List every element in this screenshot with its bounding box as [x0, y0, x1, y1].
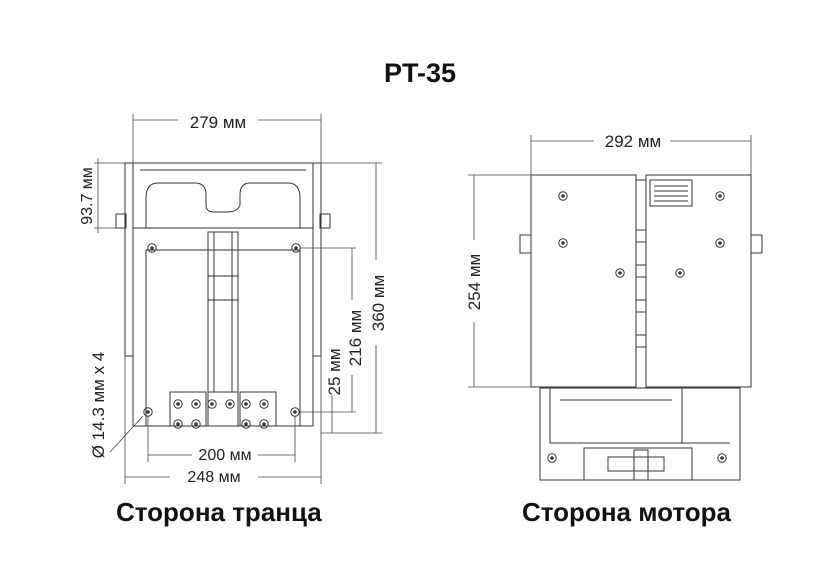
right-knob — [319, 213, 331, 229]
dim-total-height: 360 мм — [369, 275, 388, 331]
dim-hole-diameter: Ø 14.3 мм x 4 — [89, 352, 108, 459]
lower-housing — [539, 387, 741, 481]
transom-dimension-lines — [94, 114, 382, 484]
motor-side-view — [519, 174, 763, 481]
dim-bottom-offset: 25 мм — [325, 348, 344, 395]
motor-side-caption: Сторона мотора — [522, 497, 731, 527]
right-motor-plate — [645, 174, 752, 388]
mounting-hole — [291, 243, 301, 253]
transom-side-caption: Сторона транца — [116, 497, 322, 527]
dim-width-top: 279 мм — [190, 113, 246, 132]
top-bracket — [132, 162, 314, 229]
dim-width-bottom: 248 мм — [187, 469, 240, 486]
mounting-hole — [290, 407, 300, 417]
dim-hole-height: 216 мм — [346, 310, 365, 366]
left-motor-plate — [530, 174, 637, 388]
right-motor-knob — [750, 234, 763, 254]
transom-dimension-labels: 279 мм 200 мм 248 мм 93.7 мм 360 мм 216 … — [79, 113, 388, 486]
transom-plate — [132, 227, 314, 427]
dim-motor-width: 292 мм — [605, 132, 661, 151]
label-sticker — [649, 179, 693, 207]
right-side-rail — [312, 162, 322, 357]
transom-side-view — [115, 162, 331, 429]
center-channel — [207, 231, 239, 393]
dim-motor-height: 254 мм — [465, 254, 484, 310]
mounting-hole — [147, 243, 157, 253]
model-title: PT-35 — [383, 58, 457, 88]
motor-dimension-labels: 292 мм 254 мм — [465, 132, 661, 310]
motor-dimension-lines — [468, 135, 752, 388]
mounting-hole — [143, 407, 153, 417]
dim-hole-spacing: 200 мм — [198, 447, 251, 464]
dim-top-height: 93.7 мм — [79, 167, 96, 225]
left-side-rail — [124, 162, 134, 357]
left-motor-knob — [519, 234, 532, 254]
